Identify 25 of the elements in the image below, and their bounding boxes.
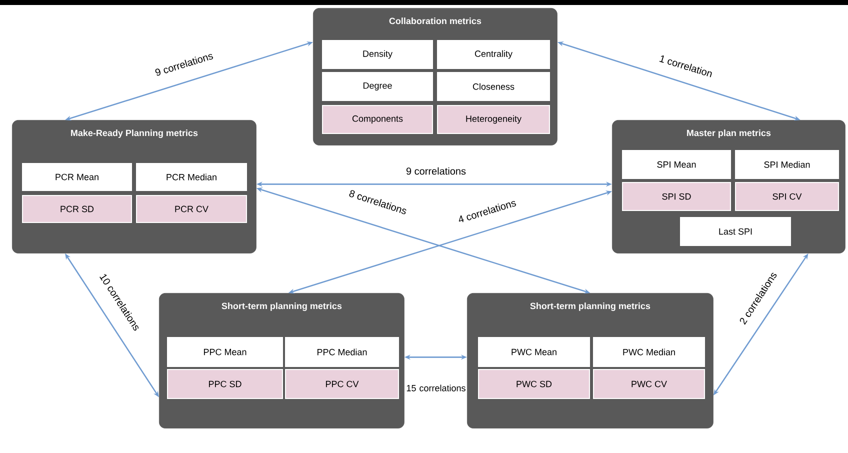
metric-cell: PCR SD xyxy=(22,195,132,223)
metric-cell: PPC Mean xyxy=(167,337,283,367)
metric-cell: PWC SD xyxy=(478,369,590,399)
metric-cell: Heterogeneity xyxy=(437,105,550,134)
metric-cell: Density xyxy=(322,40,433,69)
metric-cell: SPI Mean xyxy=(622,150,731,179)
metric-cell: Centrality xyxy=(437,40,550,69)
edge-label: 9 correlations xyxy=(406,167,466,175)
metric-cell: PCR CV xyxy=(136,195,247,223)
metric-cell: PWC CV xyxy=(593,369,705,399)
metric-cell: PCR Median xyxy=(136,163,247,191)
metric-cell: Components xyxy=(322,105,433,134)
metric-cell: PCR Mean xyxy=(22,163,132,191)
metric-cell: SPI CV xyxy=(735,182,839,211)
metric-cell: SPI Median xyxy=(735,150,839,179)
metric-cell: Last SPI xyxy=(680,217,791,246)
metric-cell: PPC SD xyxy=(167,369,283,399)
metric-cell: Closeness xyxy=(437,72,550,101)
metric-cell: Degree xyxy=(322,72,433,101)
metric-cell: PPC Median xyxy=(285,337,399,367)
metric-cell: PWC Median xyxy=(593,337,705,367)
metric-cell: PPC CV xyxy=(285,369,399,399)
metric-cell: PWC Mean xyxy=(478,337,590,367)
edge-label: 15 correlations xyxy=(406,384,466,392)
metric-cell: SPI SD xyxy=(622,182,731,211)
